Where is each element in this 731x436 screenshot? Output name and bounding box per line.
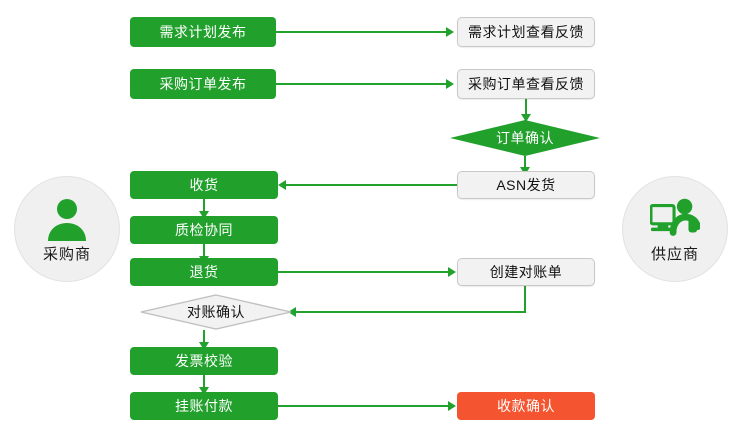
connector-asn-to-receive <box>286 184 458 186</box>
person-at-computer-icon <box>650 195 700 241</box>
connector-statement-left <box>296 311 526 313</box>
node-return-goods[interactable]: 退货 <box>130 258 278 286</box>
connector-return-to-statement <box>278 271 452 273</box>
connector-confirm-to-asn <box>524 156 526 169</box>
connector-payment-to-receipt <box>278 405 452 407</box>
node-po-feedback[interactable]: 采购订单查看反馈 <box>457 69 595 99</box>
connector-po-to-confirm <box>525 99 527 116</box>
node-order-confirm[interactable]: 订单确认 <box>450 120 600 156</box>
diamond-shape <box>450 120 600 156</box>
connector-payment-to-receipt-arrow <box>448 401 456 411</box>
diamond-shape <box>140 294 292 330</box>
actor-buyer[interactable]: 采购商 <box>14 176 120 282</box>
node-quality-collab[interactable]: 质检协同 <box>130 216 278 244</box>
node-demand-plan-publish[interactable]: 需求计划发布 <box>130 17 276 47</box>
connector-confirm-to-invoice <box>203 330 205 344</box>
person-icon <box>42 195 92 241</box>
connector-po-to-confirm-arrow <box>521 114 531 122</box>
connector-quality-to-return <box>203 244 205 258</box>
actor-supplier-label: 供应商 <box>650 245 699 263</box>
connector-asn-to-receive-arrow <box>278 180 286 190</box>
node-invoice-check[interactable]: 发票校验 <box>130 347 278 375</box>
node-payable-payment[interactable]: 挂账付款 <box>130 392 278 420</box>
node-asn-ship[interactable]: ASN发货 <box>457 171 595 199</box>
node-demand-plan-feedback[interactable]: 需求计划查看反馈 <box>457 17 595 47</box>
node-po-publish[interactable]: 采购订单发布 <box>130 69 276 99</box>
node-payment-confirm[interactable]: 收款确认 <box>457 392 595 420</box>
actor-buyer-label: 采购商 <box>42 245 91 263</box>
node-create-statement[interactable]: 创建对账单 <box>457 258 595 286</box>
connector-invoice-to-payment <box>203 375 205 389</box>
actor-supplier[interactable]: 供应商 <box>622 176 728 282</box>
connector-confirm-to-invoice-arrow <box>199 342 209 350</box>
connector-po <box>276 83 452 85</box>
node-receive-goods[interactable]: 收货 <box>130 171 278 199</box>
connector-receive-to-quality <box>203 199 205 213</box>
connector-statement-to-confirm-arrow <box>288 307 296 317</box>
connector-receive-to-quality-arrow <box>199 211 209 219</box>
connector-po-arrow <box>446 79 454 89</box>
connector-demand-plan-arrow <box>446 27 454 37</box>
connector-statement-down <box>524 286 526 313</box>
node-order-confirm-label: 订单确认 <box>496 130 554 146</box>
connector-return-to-statement-arrow <box>448 267 456 277</box>
node-statement-confirm-label: 对账确认 <box>187 304 245 320</box>
connector-demand-plan <box>276 31 452 33</box>
connector-invoice-to-payment-arrow <box>199 387 209 395</box>
node-statement-confirm[interactable]: 对账确认 <box>140 294 292 330</box>
